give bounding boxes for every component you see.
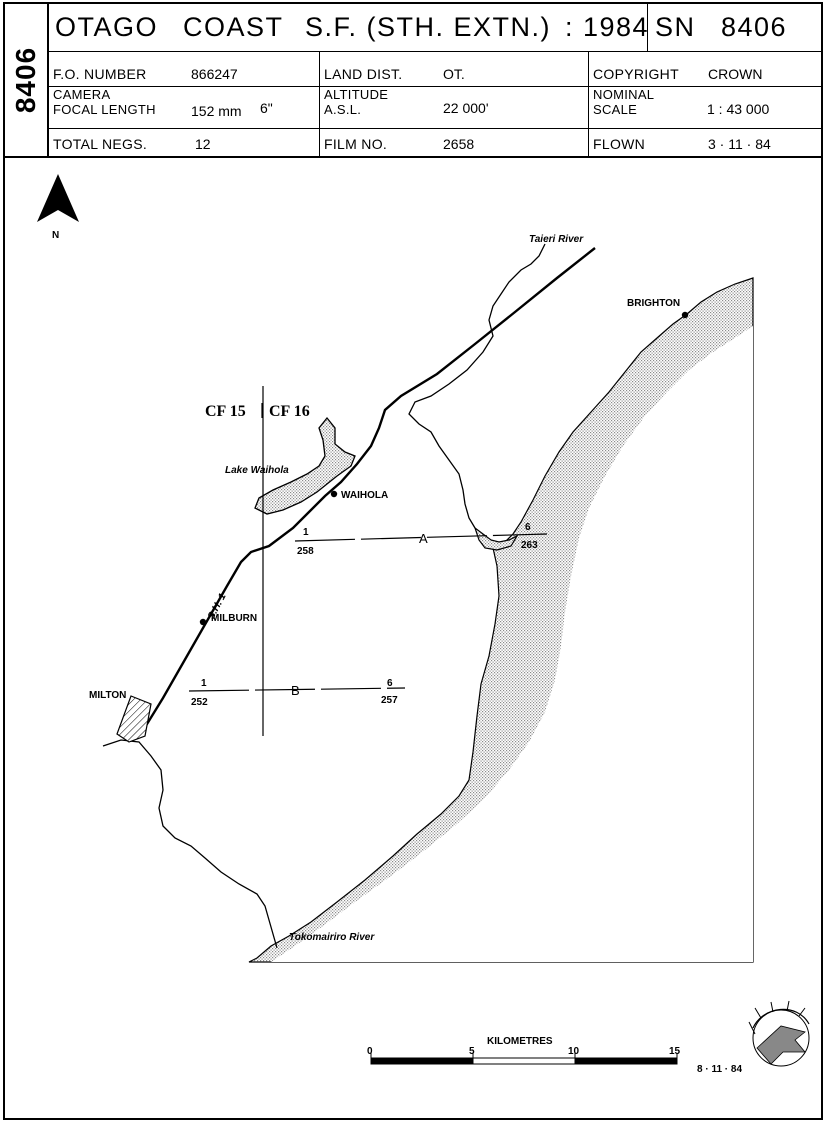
drawn-date: 8 · 11 · 84 [697,1064,742,1075]
run-a-end-top: 6 [525,522,531,533]
north-label: N [52,230,59,241]
land-district-label: LAND DIST. [324,66,403,82]
title-area: OTAGO [55,12,159,42]
scale-tick-15: 15 [669,1046,681,1057]
header-row-divider [47,86,821,87]
run-b-label: B [291,683,300,698]
flight-map: N CF 15 CF 16 1 258 A 6 263 1 252 B [37,174,810,1075]
header-col-divider [319,51,320,156]
milburn-label: MILBURN [211,613,257,624]
cf-left-label: CF 15 [205,403,246,420]
title-separator: : [565,12,575,42]
copyright-value: CROWN [708,66,763,82]
sea-boundary-east [271,326,753,962]
fo-number-value: 866247 [191,66,238,82]
focal-length-inches: 6" [260,100,273,116]
lake-waihola-label: Lake Waihola [225,465,289,476]
tokomairiro-river [102,739,278,949]
state-highway-1 [136,247,596,739]
asl-label: A.S.L. [324,102,362,117]
brighton-label: BRIGHTON [627,298,680,309]
scale-bar-title: KILOMETRES [487,1036,553,1047]
title-coast: COAST [183,12,284,42]
side-code-box: 8406 [5,4,49,156]
focal-length-value: 152 mm [191,103,242,119]
altitude-label: ALTITUDE [324,87,389,102]
fo-number-label: F.O. NUMBER [53,66,147,82]
header-col-divider [588,51,589,156]
run-b-start-top: 1 [201,678,207,689]
total-negs-label: TOTAL NEGS. [53,136,148,152]
milton-town-block [116,695,152,743]
nominal-label: NOMINAL [593,87,655,102]
scale-tick-10: 10 [568,1046,580,1057]
taieri-river-label: Taieri River [529,234,584,245]
waihola-dot [330,490,338,498]
sn-label: SN [655,12,696,42]
scale-tick-5: 5 [469,1046,475,1057]
copyright-label: COPYRIGHT [593,66,679,82]
title-survey: S.F. (STH. EXTN.) [305,12,552,42]
scale-label: SCALE [593,102,638,117]
run-b-line [188,687,406,692]
milton-label: MILTON [89,690,126,701]
waihola-label: WAIHOLA [341,490,388,501]
land-district-value: OT. [443,66,465,82]
header-row-divider [47,51,821,52]
lake-waihola [254,416,356,515]
scale-bar [370,1053,678,1065]
tokomairiro-river-label: Tokomairiro River [289,932,375,943]
header-row-divider [47,128,821,129]
header-block: 8406 OTAGO COAST S.F. (STH. EXTN.) : 198… [5,4,821,158]
north-arrow-icon [37,174,79,222]
run-a-line [294,533,548,542]
nz-aerial-mapping-logo-icon [748,1000,810,1067]
cf-right-label: CF 16 [269,403,310,420]
run-a-start-top: 1 [303,527,309,538]
scale-tick-0: 0 [367,1046,373,1057]
camera-label: CAMERA [53,87,111,102]
taieri-river [408,243,546,529]
run-a-start-bottom: 258 [297,546,314,557]
altitude-value: 22 000' [443,100,489,116]
header-col-divider [647,4,648,51]
milburn-dot [199,618,207,626]
total-negs-value: 12 [195,136,211,152]
flown-value: 3 · 11 · 84 [708,136,771,152]
title-year: 1984 [583,12,650,42]
sn-value: 8406 [721,12,788,42]
run-b-start-bottom: 252 [191,697,208,708]
brighton-dot [681,311,689,319]
taieri-estuary [473,526,519,551]
flown-label: FLOWN [593,136,646,152]
run-a-end-bottom: 263 [521,540,538,551]
flight-plan-sheet: 8406 OTAGO COAST S.F. (STH. EXTN.) : 198… [3,2,823,1120]
focal-length-label: FOCAL LENGTH [53,102,156,117]
film-number-value: 2658 [443,136,475,152]
run-a-label: A [419,531,428,546]
scale-value: 1 : 43 000 [707,101,770,117]
film-number-label: FILM NO. [324,136,388,152]
side-code: 8406 [10,46,41,114]
run-b-end-bottom: 257 [381,695,398,706]
run-b-end-top: 6 [387,678,393,689]
